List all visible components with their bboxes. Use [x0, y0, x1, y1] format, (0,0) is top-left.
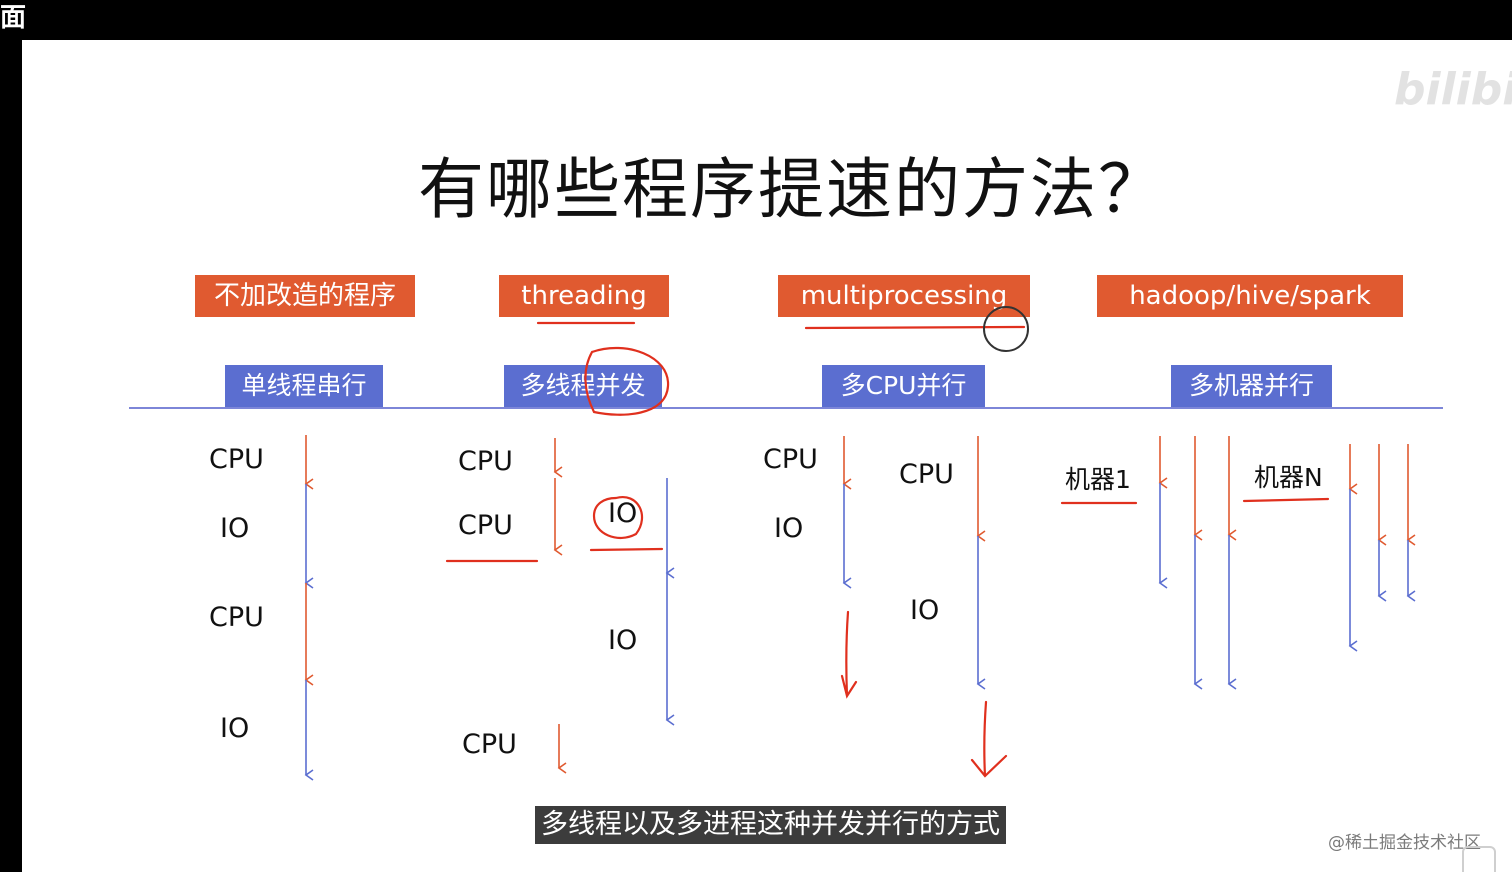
source-credit: @稀土掘金技术社区: [1328, 833, 1481, 853]
col2-cpu3-label: CPU: [462, 729, 517, 760]
col3-cpu2-label: CPU: [899, 459, 954, 490]
col3-io2-label: IO: [910, 595, 940, 626]
col1-cpu-label: CPU: [209, 444, 264, 475]
corner-glyph: 面: [0, 3, 27, 33]
slide: bilibili 有哪些程序提速的方法？ 不加改造的程序 threading m…: [22, 40, 1512, 872]
underline-multiprocessing: [804, 325, 1026, 330]
col3-io-label: IO: [774, 513, 804, 544]
drawn-arrow-col3b: [970, 700, 1008, 778]
mode-multimachine: 多机器并行: [1171, 365, 1332, 407]
col2-cpu-label: CPU: [458, 446, 513, 477]
col1-io-label: IO: [220, 513, 250, 544]
underline-machineN: [1242, 497, 1330, 503]
machine1-label: 机器1: [1065, 465, 1131, 494]
machineN-label: 机器N: [1254, 463, 1323, 492]
slide-title: 有哪些程序提速的方法？: [418, 151, 1166, 228]
col1-io2-label: IO: [220, 713, 250, 744]
col2-io2-label: IO: [608, 625, 638, 656]
col1-cpu2-label: CPU: [209, 602, 264, 633]
cursor-circle: [983, 306, 1029, 352]
category-unmodified: 不加改造的程序: [195, 275, 415, 317]
play-icon[interactable]: [1462, 846, 1496, 872]
col2-cpu2-label: CPU: [458, 510, 513, 541]
circle-concurrent: [584, 347, 670, 416]
category-threading: threading: [499, 275, 669, 317]
mode-concurrent: 多线程并发: [504, 365, 662, 407]
drawn-arrow-col3: [840, 610, 858, 699]
category-distributed: hadoop/hive/spark: [1097, 275, 1403, 317]
bilibili-watermark: bilibili: [1394, 64, 1512, 115]
category-multiprocessing: multiprocessing: [778, 275, 1030, 317]
mode-serial: 单线程串行: [225, 365, 383, 407]
mode-multicpu: 多CPU并行: [822, 365, 985, 407]
col2-io-label: IO: [608, 498, 638, 529]
circle-io: [592, 495, 644, 539]
diagram-lines: [129, 306, 1443, 781]
video-subtitle: 多线程以及多进程这种并发并行的方式: [535, 806, 1006, 844]
col3-cpu-label: CPU: [763, 444, 818, 475]
underline-col2-io: [589, 547, 664, 552]
